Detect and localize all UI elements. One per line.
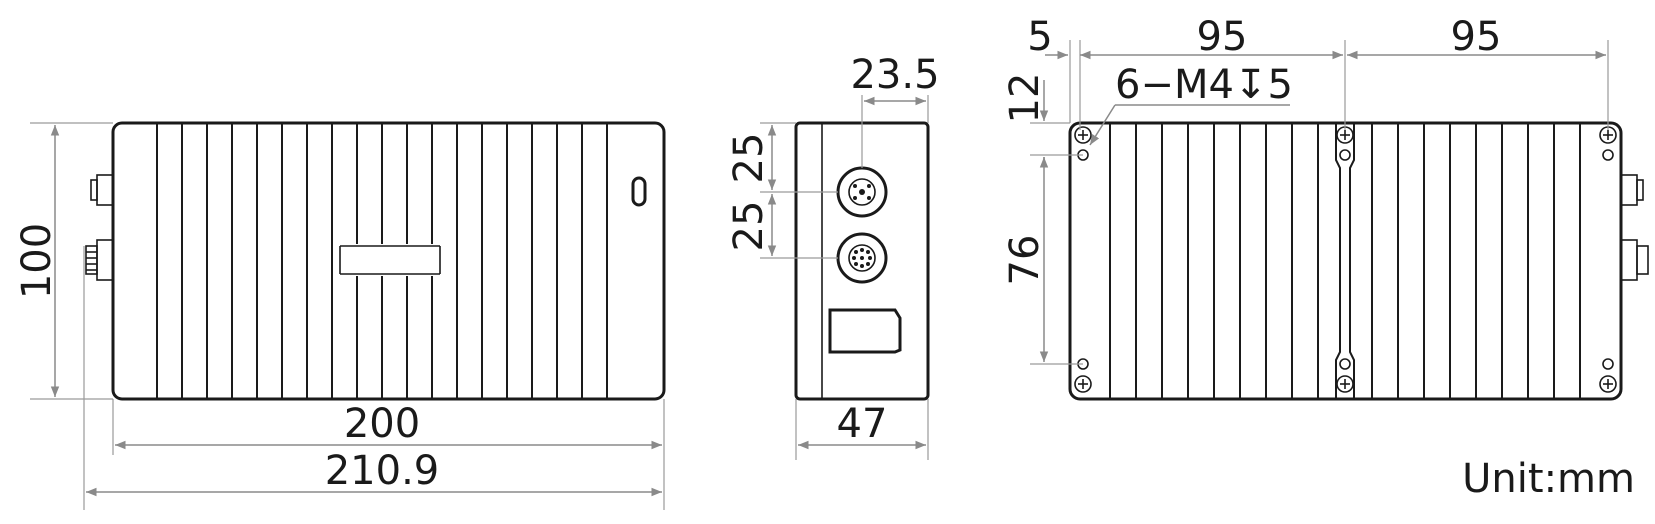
front-left-connector-top — [90, 174, 114, 206]
back-view: 5 95 95 6−M4↧5 12 76 — [1002, 14, 1649, 401]
back-spacing-right-label: 95 — [1451, 14, 1502, 60]
screw-head — [1074, 375, 1092, 393]
front-left-connector-bottom — [85, 239, 114, 281]
unit-label: Unit:mm — [1462, 456, 1635, 502]
front-indicator-slot — [631, 176, 647, 207]
side-spacing-top-label: 25 — [726, 133, 772, 184]
mounting-hole — [1602, 358, 1614, 370]
side-view: 23.5 25 25 47 — [726, 52, 940, 460]
front-width-label: 200 — [344, 401, 420, 447]
screw-head — [1599, 375, 1617, 393]
back-right-connector-bottom — [1620, 239, 1649, 281]
side-connector-bottom — [836, 232, 888, 284]
side-width-label: 47 — [837, 401, 888, 447]
side-port — [828, 308, 902, 354]
back-thread-spec-label: 6−M4↧5 — [1115, 62, 1293, 108]
front-mid-band — [340, 246, 440, 274]
back-spacing-left-label: 95 — [1197, 14, 1248, 60]
front-height-label: 100 — [14, 223, 60, 299]
screw-head — [1336, 375, 1354, 393]
mounting-hole — [1339, 358, 1351, 370]
front-overall-width-label: 210.9 — [325, 448, 440, 494]
back-right-connector-top — [1620, 174, 1644, 206]
back-fins — [1109, 123, 1581, 399]
side-spacing-bottom-label: 25 — [726, 201, 772, 252]
screw-head — [1074, 126, 1092, 144]
back-center-rib — [1335, 123, 1355, 399]
mounting-hole — [1339, 149, 1351, 161]
front-fins — [156, 123, 608, 399]
back-top-offset-label: 12 — [1002, 73, 1048, 124]
side-connector-offset-label: 23.5 — [850, 52, 939, 98]
mounting-hole — [1602, 149, 1614, 161]
mounting-holes — [1074, 126, 1617, 393]
back-hole-spacing-label: 76 — [1002, 235, 1048, 286]
back-body-outline — [1068, 121, 1623, 401]
back-edge-offset-label: 5 — [1027, 14, 1052, 60]
front-view: 100 200 210.9 — [14, 121, 666, 510]
side-connector-top — [836, 166, 888, 218]
